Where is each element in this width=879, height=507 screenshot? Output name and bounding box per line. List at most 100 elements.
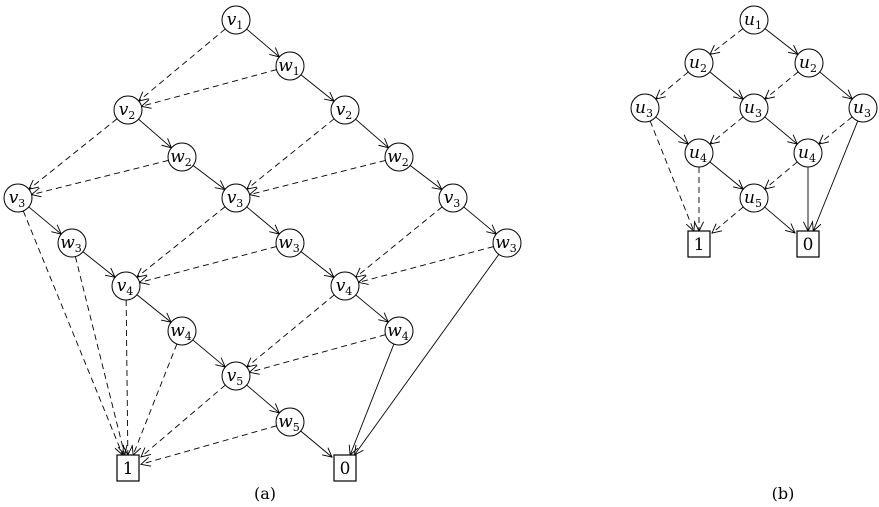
b-edge-dashed [712, 206, 744, 233]
node-circle [630, 93, 660, 123]
terminal-label: 1 [694, 235, 705, 255]
node-circle [739, 93, 769, 123]
b-edge-solid [764, 206, 795, 233]
a-node-v4: v4 [111, 271, 141, 301]
node-circle [275, 228, 305, 258]
b-edge-dashed [710, 28, 744, 55]
a-terminal-1: 1 [116, 454, 140, 482]
a-node-w1: w1 [275, 51, 305, 81]
node-circle [111, 271, 141, 301]
a-edge-solid [463, 206, 496, 234]
a-node-v3: v3 [221, 183, 251, 213]
a-edge-solid [355, 294, 388, 322]
node-circle [275, 407, 305, 437]
b-edge-dashed [710, 116, 744, 144]
a-edge-dashed [22, 210, 122, 455]
a-node-w2: w2 [384, 142, 414, 172]
node-circle [384, 142, 414, 172]
b-edge-solid [709, 71, 743, 99]
a-node-v4: v4 [330, 271, 360, 301]
a-edge-dashed [139, 28, 226, 101]
a-node-w4: w4 [384, 316, 414, 346]
b-edge-dashed [765, 161, 798, 189]
terminal-box [333, 454, 357, 482]
a-edge-dashed [137, 206, 226, 278]
a-edge-solid [192, 165, 225, 189]
b-node-u4: u4 [793, 138, 823, 168]
terminal-box [116, 454, 140, 482]
a-node-v5: v5 [221, 361, 251, 391]
node-circle [848, 93, 878, 123]
terminal-label: 0 [340, 459, 351, 479]
a-edge-dashed [142, 69, 277, 107]
a-node-v2: v2 [330, 95, 360, 125]
node-circle [330, 95, 360, 125]
a-edge-solid [246, 206, 279, 234]
a-edge-dashed [247, 294, 335, 367]
b-node-u3: u3 [739, 93, 769, 123]
terminal-label: 1 [123, 459, 134, 479]
node-circle [739, 183, 769, 213]
a-edge-solid [82, 251, 115, 278]
node-circle [739, 5, 769, 35]
a-edge-dashed [32, 159, 169, 194]
a-edge-dashed [126, 299, 128, 455]
b-edge-dashed [649, 120, 694, 231]
a-edge-dashed [356, 206, 443, 277]
b-terminal-1: 1 [687, 230, 711, 258]
node-circle [221, 5, 251, 35]
node-circle [384, 316, 414, 346]
a-edge-dashed [140, 246, 277, 283]
node-circle [221, 183, 251, 213]
node-circle [167, 316, 197, 346]
b-node-u3: u3 [630, 93, 660, 123]
terminal-box [796, 230, 820, 258]
a-node-v2: v2 [113, 95, 143, 125]
a-edge-solid [300, 251, 334, 278]
a-edge-dashed [359, 246, 494, 283]
a-edge-solid [138, 118, 172, 148]
node-circle [794, 48, 824, 78]
b-edge-dashed [765, 71, 799, 99]
b-edge-solid [709, 161, 743, 189]
a-edge-solid [300, 430, 332, 457]
node-circle [684, 48, 714, 78]
node-circle [113, 95, 143, 125]
a-edge-solid [246, 28, 280, 57]
b-node-u1: u1 [739, 5, 769, 35]
a-edge-dashed [247, 118, 335, 189]
b-node-u3: u3 [848, 93, 878, 123]
b-edge-solid [655, 116, 688, 144]
a-edge-dashed [249, 334, 386, 373]
a-node-v1: v1 [221, 5, 251, 35]
a-edge-solid [354, 254, 500, 455]
b-edge-dashed [656, 71, 689, 99]
a-terminal-0: 0 [333, 454, 357, 482]
a-edge-solid [246, 384, 280, 413]
node-circle [275, 51, 305, 81]
a-edge-dashed [141, 425, 277, 464]
a-node-w2: w2 [167, 142, 197, 172]
b-edge-solid [764, 28, 798, 55]
a-edge-dashed [29, 118, 118, 190]
a-edge-solid [136, 294, 171, 322]
b-node-u2: u2 [684, 48, 714, 78]
node-circle [57, 228, 87, 258]
b-node-u4: u4 [684, 138, 714, 168]
a-edge-dashed [141, 384, 226, 457]
a-node-v3: v3 [438, 183, 468, 213]
a-edge-dashed [74, 256, 124, 455]
a-node-w5: w5 [275, 407, 305, 437]
b-edge-solid [819, 71, 852, 99]
a-edge-solid [192, 339, 225, 367]
b-node-u2: u2 [794, 48, 824, 78]
a-node-w4: w4 [167, 316, 197, 346]
node-circle [492, 228, 522, 258]
node-circle [221, 361, 251, 391]
a-edge-solid [350, 343, 395, 455]
node-circle [684, 138, 714, 168]
a-node-v3: v3 [3, 183, 33, 213]
node-circle [793, 138, 823, 168]
